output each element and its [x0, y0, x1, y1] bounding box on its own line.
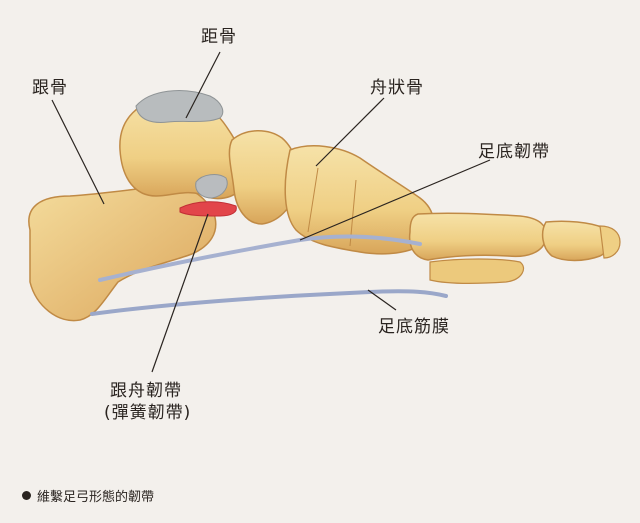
caption-text: 維繫足弓形態的韌帶 [37, 490, 155, 505]
label-plantar-fascia: 足底筋膜 [378, 317, 450, 337]
leader-spring-ligament [151, 213, 209, 373]
plantar-ligament-band [98, 234, 422, 282]
calcaneus-bone [28, 184, 217, 322]
label-navicular: 舟狀骨 [370, 78, 424, 98]
phalanx-bone [541, 220, 612, 262]
metatarsal-bone [408, 212, 548, 261]
spring-ligament-band [179, 201, 237, 217]
leader-plantar-fascia [367, 289, 397, 311]
label-calcaneus: 跟骨 [32, 78, 68, 98]
label-plantar-ligament: 足底韌帶 [478, 142, 550, 162]
leader-lines [51, 51, 491, 373]
figure-caption: 維繫足弓形態的韌帶 [22, 486, 154, 505]
label-spring-ligament: 跟舟韌帶 [110, 381, 182, 401]
metatarsal-secondary [429, 258, 525, 284]
navicular-bone [228, 130, 299, 225]
plantar-fascia-band [90, 289, 448, 316]
leader-plantar-ligament [299, 159, 491, 241]
bullet-icon [22, 491, 31, 500]
talus-cartilage [135, 90, 224, 123]
leader-navicular [315, 97, 385, 167]
leader-talus [185, 51, 221, 119]
label-spring-ligament-alt: (彈簧韌帶) [104, 403, 192, 423]
label-talus: 距骨 [201, 27, 237, 47]
toe-tip-bone [599, 225, 621, 259]
sinus-tarsi [195, 174, 228, 199]
leader-calcaneus [51, 99, 105, 205]
